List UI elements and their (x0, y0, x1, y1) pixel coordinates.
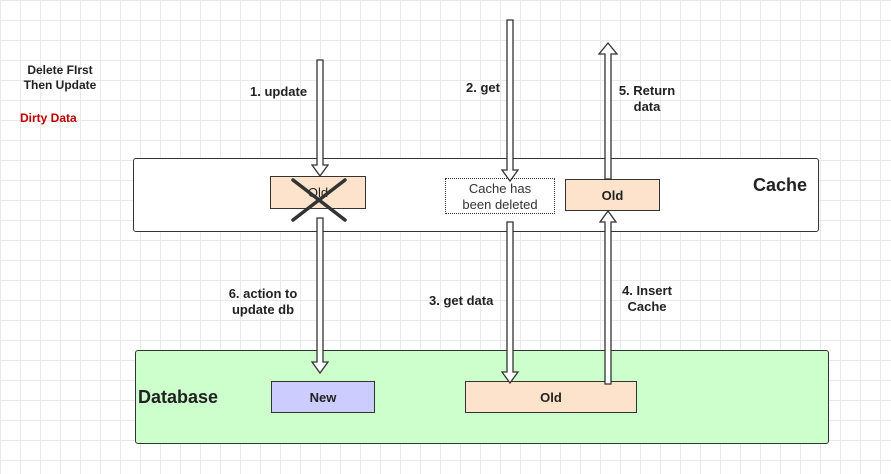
step-5-label: 5. Return data (612, 83, 682, 115)
cache-old-box: Old (565, 179, 660, 211)
step-4-line-1: 4. Insert (622, 283, 672, 298)
cache-deleted-line-1: Cache has (468, 181, 532, 196)
step-3-label: 3. get data (429, 293, 494, 308)
cache-deleted-box: Cache has been deleted (445, 178, 555, 214)
step-6-label: 6. action to update db (220, 286, 306, 318)
step-4-line-2: Cache (627, 299, 667, 314)
step-4-label: 4. Insert Cache (614, 283, 680, 315)
arrow-step-1 (310, 59, 330, 178)
arrow-step-6 (310, 217, 330, 375)
step-6-line-1: 6. action to (228, 286, 298, 301)
step-5-line-2: data (633, 99, 661, 114)
step-2-label: 2. get (466, 80, 500, 95)
title-line-1: Delete FIrst (27, 63, 93, 77)
step-6-line-2: update db (231, 302, 295, 317)
database-title: Database (138, 387, 219, 407)
step-5-line-1: 5. Return (618, 83, 676, 98)
cache-title: Cache (753, 175, 808, 195)
diagram-title: Delete FIrst Then Update (10, 63, 110, 93)
delete-cross-icon (291, 178, 347, 222)
database-old-box: Old (465, 381, 637, 413)
database-new-box: New (271, 381, 375, 413)
arrow-step-2 (500, 19, 520, 183)
title-line-2: Then Update (23, 78, 97, 92)
arrow-step-4 (598, 209, 618, 385)
cache-deleted-line-2: been deleted (462, 197, 538, 212)
arrow-step-5 (597, 41, 619, 180)
arrow-step-3 (500, 221, 520, 385)
dirty-data-warning: Dirty Data (20, 111, 77, 125)
step-1-label: 1. update (250, 84, 308, 99)
